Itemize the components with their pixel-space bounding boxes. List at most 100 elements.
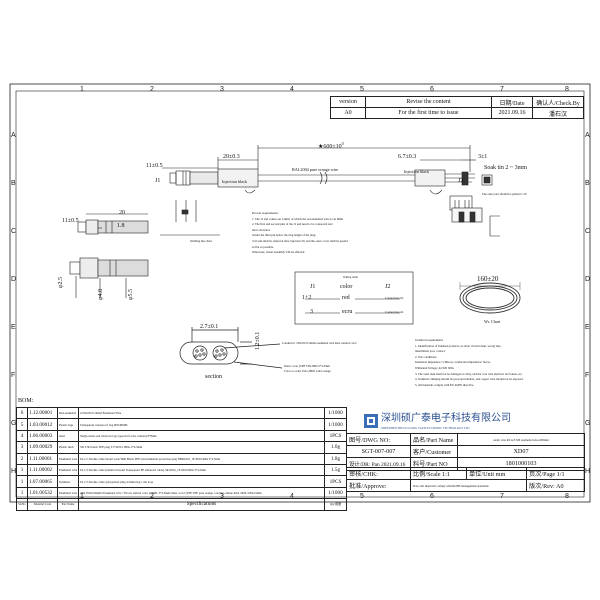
bom-code: 1.07.00065	[27, 475, 58, 488]
grid-row-d: D	[11, 276, 17, 283]
plug-d2: φ4.8	[98, 289, 104, 300]
wire-section	[179, 327, 283, 369]
grid-row-h: H	[11, 468, 17, 475]
j1-injection-label: Injection black	[222, 179, 247, 184]
grid-row-g-right: G	[585, 420, 591, 427]
grid-row-c-right: C	[585, 228, 591, 235]
bom-name: Plastic bags	[57, 418, 79, 431]
rev-check: 潘石汉	[532, 107, 584, 119]
bom-spec: UL2 2 Xtreme cable model work SRR Black …	[78, 452, 325, 465]
main-cable-view	[162, 145, 493, 211]
technical-requirements: Technical requirements 1. Identification…	[415, 338, 523, 388]
section-width-dim: 2.7±0.1	[200, 324, 219, 330]
bom-spec: UL2 3 Xtreme cable gold-plated sting 4.5…	[78, 475, 325, 488]
plug-d3: φ5.5	[128, 289, 134, 300]
rohs-note: Note: All materials comply with ROHS man…	[410, 479, 527, 493]
bom-spec: SD 3.5D black TPE plug 3.5*4N3-1 BPA-3*4…	[78, 441, 325, 454]
customer-value: XD07	[457, 445, 585, 459]
wiring-title: Wiring table	[343, 275, 358, 279]
grid-col-1: 1	[80, 86, 84, 93]
plug-length-dim: 20	[119, 210, 125, 216]
section-caption: section	[205, 374, 222, 380]
grid-row-h-right: H	[585, 468, 591, 475]
process-note-line: Process requirements:	[252, 211, 279, 215]
outer-cover-note-2: Color to order 2541.2H05 solid orange	[284, 369, 331, 373]
bom-footer-row: Sn/No Material Code Part Name Specificat…	[16, 498, 347, 511]
overall-length-label: ★600±100	[318, 141, 344, 151]
bom-no: 6	[16, 406, 28, 420]
bom-footer-spec: Specifications	[78, 498, 325, 511]
process-requirements: Process requirements: 1. The J1 end come…	[252, 211, 348, 256]
wiring-col-j1: J1	[310, 284, 316, 290]
process-note-line: Solder the third pin below the ring heig…	[252, 233, 317, 238]
bom-spec: Transparent waterproof bag 60X40MM	[78, 418, 325, 431]
company-name-en: SHENZHEN SHUO GUANG TAI ELECTRONIC TECHN…	[381, 426, 470, 430]
company-logo	[364, 414, 378, 428]
bom-code: 1.06.00003	[27, 429, 58, 443]
dwg-label: 图号/DWG NO:	[346, 432, 411, 447]
bom-name: label	[57, 429, 79, 443]
title-block-lower: 审核/CHK: 比例/Scale 1:1 单位/Unit mm 页次/Page …	[346, 466, 585, 493]
grid-row-e-right: E	[585, 324, 590, 331]
bom-no: 1	[16, 486, 28, 500]
grid-row-f-right: F	[585, 372, 590, 379]
socket-note: The outer part should be pulled to 50	[482, 192, 527, 196]
revision-table: version Revise the content 日期/Date 确认人/C…	[330, 96, 584, 119]
bom-name: Enameled wire	[57, 486, 79, 500]
bom-qty: 1PCS	[324, 475, 347, 488]
grid-col-6-bottom: 6	[430, 493, 434, 500]
plug-d1: φ2.5	[58, 277, 64, 288]
bom-name: Enameled wire	[57, 463, 79, 477]
grid-col-6: 6	[430, 86, 434, 93]
revision-label: 版次/Rev: A0	[526, 479, 585, 493]
tech-note-line: Technical requirements	[415, 338, 444, 342]
wiring-row1-note: Connection tab	[385, 296, 404, 300]
j2-label: J2	[458, 178, 464, 184]
wiring-row1-j1: 1+2	[302, 295, 312, 301]
unit-label: 单位/Unit mm	[466, 466, 527, 481]
approve-label: 批准/Approve:	[346, 479, 411, 493]
bom-qty: 1PCS	[324, 429, 347, 443]
bom-footer-qty: Qty/用量	[324, 498, 347, 511]
bom-code: 1.01.00532	[27, 486, 58, 500]
bom-name: Plastic shell	[57, 441, 79, 454]
tech-note-line: 5. All materials comply with EU RoHS dir…	[415, 382, 475, 387]
section-height-dim: 1.2±0.1	[255, 331, 261, 350]
bom-qty: 1/1000	[324, 418, 347, 431]
bom-no: 3	[16, 441, 28, 454]
grid-row-e: E	[11, 324, 16, 331]
rev-header-content: Revise the content	[365, 96, 492, 108]
j1-pins-detail	[160, 200, 220, 236]
bom-no: 1	[16, 463, 28, 477]
bom-spec: 2.0X0.05/0.1mm2 Enameled Wire	[78, 406, 325, 420]
scale-label: 比例/Scale 1:1	[410, 466, 467, 481]
grid-col-2: 2	[150, 86, 154, 93]
bom-no: 1	[16, 475, 28, 488]
bom-spec: UL2 3 Xtreme cable (identical model Tran…	[78, 463, 325, 477]
wire-label: RAL2004 pure orange wire	[292, 167, 339, 172]
rev-header-version: version	[330, 96, 366, 108]
grid-row-b: B	[11, 180, 16, 187]
process-note-line: Otherwise, visual assembly will be affec…	[252, 250, 306, 255]
process-note-line: as flat as possible.	[252, 244, 274, 249]
bom-name: Enameled wire	[57, 452, 79, 465]
check-label: 审核/CHK:	[346, 466, 411, 481]
grid-row-b-right: B	[585, 180, 590, 187]
bom-qty: 1.5g	[324, 463, 347, 477]
j1-tip-dim: 11±0.5	[146, 163, 163, 169]
part-name-label: 品名/Part Name	[410, 432, 458, 447]
outer-cover-note-1: Outer cover (TPE TIN-NB2.2*4.3mm	[284, 364, 330, 368]
bom-code: 1.03.00012	[27, 418, 58, 431]
bom-footer-name: Part Name	[57, 498, 79, 511]
rev-header-check: 确认人/Check.By	[532, 96, 584, 108]
bom-no: 2	[16, 452, 28, 465]
grid-col-7-bottom: 7	[500, 493, 504, 500]
bom-footer-code: Material Code	[27, 498, 58, 511]
